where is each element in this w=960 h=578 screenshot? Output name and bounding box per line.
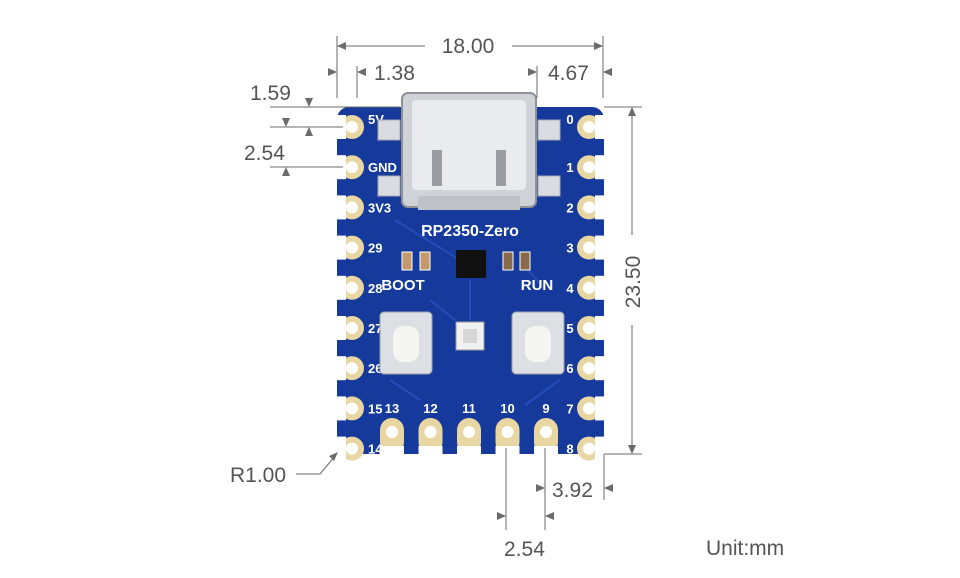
left-pin-label: 14 — [368, 442, 383, 457]
right-pin-label: 2 — [566, 200, 573, 215]
left-pad-8 — [337, 436, 364, 461]
right-pad-5 — [577, 316, 604, 340]
right-pad-7 — [577, 396, 604, 421]
right-pad-4 — [577, 275, 604, 300]
capacitor-right — [502, 251, 514, 271]
run-button — [511, 311, 565, 375]
right-pin-label: 8 — [566, 442, 573, 457]
pin-pitch-left-value: 2.54 — [244, 142, 285, 165]
usb-c-connector — [401, 92, 537, 210]
left-pin-label: 29 — [368, 241, 382, 256]
usb-mount-pad-left-2 — [377, 175, 401, 197]
dimension-bottom-edge-offset: 3.92 — [536, 448, 613, 530]
usb-mount-pad-right — [537, 119, 561, 141]
bottom-pad-2 — [457, 418, 481, 454]
left-pad-2 — [337, 195, 364, 220]
left-pin-label: 26 — [368, 361, 382, 376]
right-pin-labels: 0 1 2 3 4 5 6 7 8 — [566, 112, 574, 457]
dimension-usb-right-offset: 4.67 — [528, 62, 612, 98]
left-pad-5 — [337, 316, 364, 340]
dimension-top-edge-offset: 1.59 — [250, 82, 400, 136]
resistor-left-2 — [419, 251, 431, 271]
bottom-pad-4 — [534, 418, 558, 454]
right-pin-label: 4 — [566, 281, 574, 296]
right-pin-label: 7 — [566, 401, 573, 416]
dimension-usb-left-offset: 1.38 — [328, 62, 415, 98]
bottom-edge-offset-value: 3.92 — [552, 479, 593, 502]
rgb-led — [455, 321, 485, 351]
bottom-pin-pads — [380, 418, 558, 454]
dimension-pin-pitch-left: 2.54 — [244, 118, 343, 176]
right-pad-1 — [577, 155, 604, 180]
bottom-pad-1 — [418, 418, 443, 454]
right-pad-3 — [577, 235, 604, 260]
dimension-pin-pitch-bottom: 2.54 — [497, 448, 554, 561]
right-pad-8 — [577, 436, 604, 461]
top-edge-offset-value: 1.59 — [250, 82, 291, 105]
left-pad-3 — [337, 235, 364, 260]
bottom-pad-0 — [380, 418, 404, 454]
bottom-pin-label: 13 — [385, 401, 399, 416]
bottom-pad-3 — [495, 418, 520, 454]
regulator-chip — [456, 250, 486, 278]
left-pin-label: GND — [368, 160, 397, 175]
right-pin-label: 5 — [566, 321, 573, 336]
left-pin-label: 3V3 — [368, 200, 391, 215]
corner-radius-value: R1.00 — [230, 464, 286, 487]
left-pad-4 — [337, 275, 364, 300]
run-label: RUN — [521, 277, 554, 294]
right-pad-6 — [577, 356, 604, 381]
dimension-corner-radius: R1.00 — [230, 452, 338, 487]
left-pin-label: 15 — [368, 401, 382, 416]
bottom-pin-labels: 13 12 11 10 9 — [385, 401, 550, 416]
dimension-height: 23.50 — [604, 106, 645, 455]
bottom-pin-label: 10 — [500, 401, 514, 416]
bottom-pin-label: 11 — [462, 401, 476, 416]
right-pin-label: 1 — [566, 160, 573, 175]
usb-left-offset-value: 1.38 — [374, 62, 415, 85]
left-pin-pads — [337, 115, 364, 461]
height-value: 23.50 — [622, 256, 645, 309]
boot-button — [379, 311, 433, 375]
right-pin-pads — [577, 115, 604, 461]
usb-right-offset-value: 4.67 — [548, 62, 589, 85]
right-pin-label: 3 — [566, 241, 573, 256]
usb-mount-pad-right-2 — [537, 175, 561, 197]
right-pin-label: 6 — [566, 361, 573, 376]
bottom-pin-label: 9 — [542, 401, 549, 416]
boot-label: BOOT — [381, 277, 424, 294]
right-pad-2 — [577, 195, 604, 220]
resistor-left — [401, 251, 413, 271]
right-pin-label: 0 — [566, 112, 573, 127]
width-value: 18.00 — [442, 35, 495, 58]
bottom-pin-label: 12 — [423, 401, 437, 416]
left-pin-label: 28 — [368, 281, 382, 296]
dimension-width: 18.00 — [336, 35, 604, 98]
usb-mount-pad-left — [377, 119, 401, 141]
left-pad-6 — [337, 356, 364, 381]
board-name: RP2350-Zero — [421, 223, 519, 240]
pin-pitch-bottom-value: 2.54 — [504, 538, 545, 561]
right-pad-0 — [577, 115, 604, 139]
capacitor-right-2 — [519, 251, 531, 271]
left-pin-label: 27 — [368, 321, 382, 336]
unit-label: Unit:mm — [706, 537, 784, 560]
left-pad-7 — [337, 396, 364, 421]
